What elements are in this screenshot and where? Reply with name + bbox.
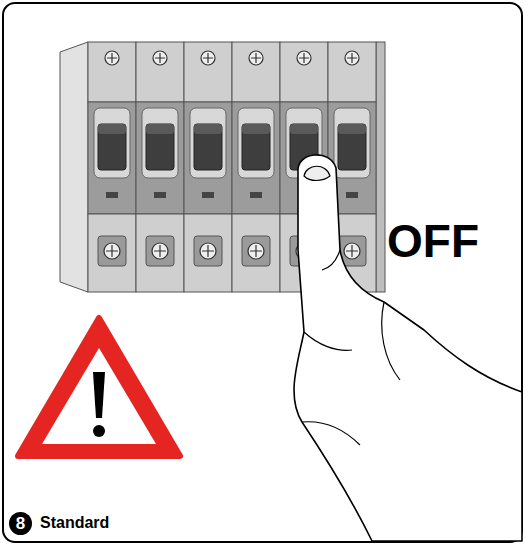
hand: [294, 155, 522, 541]
step-number-badge: 8: [9, 512, 32, 535]
standard-label: Standard: [40, 515, 109, 531]
warning-triangle: [18, 318, 180, 456]
step-number: 8: [16, 515, 25, 532]
off-label: OFF: [387, 218, 479, 264]
frame-border: [3, 3, 522, 542]
